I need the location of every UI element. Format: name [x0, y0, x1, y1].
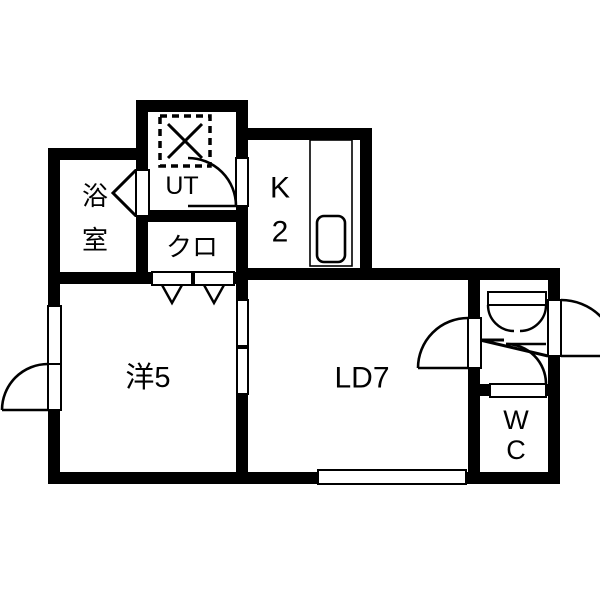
wall-right-kitchen — [360, 128, 372, 280]
room-closet — [148, 222, 236, 272]
bathroom-door-leaf[interactable] — [135, 169, 150, 217]
wall-left-entrance — [468, 280, 480, 484]
wall-kitchen-to-hall — [360, 268, 480, 280]
ut-door-leaf[interactable] — [235, 157, 249, 207]
utility-kitchen-door[interactable] — [187, 156, 249, 208]
washing-machine-cross-2 — [166, 122, 204, 160]
closet-door-leaf-right[interactable] — [193, 271, 235, 286]
wc-door-leaf[interactable] — [489, 383, 547, 398]
wall-top-entrance — [480, 268, 560, 280]
hall-door[interactable] — [416, 316, 482, 370]
shoe-closet-arc-right — [519, 304, 548, 333]
wall-utility-closet-divider — [136, 210, 248, 222]
room-label-utility: UT — [165, 172, 198, 200]
entrance-door-leaf[interactable] — [547, 299, 562, 357]
room-label-toilet-line2: C — [506, 435, 526, 465]
washing-machine-icon — [158, 114, 212, 168]
room-label-bathroom-line1: 浴 — [82, 181, 108, 211]
balcony-window-pane — [317, 469, 467, 485]
entrance-door[interactable] — [547, 298, 600, 358]
toilet-door[interactable] — [489, 342, 548, 398]
room-label-kitchen-line2: 2 — [272, 216, 289, 249]
wall-top-utility — [136, 100, 248, 112]
shoe-closet-arc-left — [486, 304, 515, 333]
bathroom-folding-door[interactable] — [110, 168, 150, 218]
closet-door-fold-right — [202, 284, 226, 306]
room-bathroom — [60, 160, 136, 272]
window — [47, 305, 62, 365]
openings — [0, 156, 600, 485]
room-living-dining — [248, 280, 468, 472]
closet-door-fold-left — [160, 284, 184, 306]
wall-top-kitchen — [248, 128, 372, 140]
closet-door-leaf-left[interactable] — [151, 271, 193, 286]
hall-door-swing-arc — [416, 316, 469, 369]
room-labels: 浴 室 UT クロ K 2 洋5 LD7 W C — [82, 172, 529, 466]
room-label-toilet-line1: W — [503, 405, 529, 435]
bedroom-door-swing-arc — [0, 362, 49, 411]
shoe-closet-doors[interactable] — [486, 291, 548, 333]
wall-left-bathroom — [48, 148, 60, 284]
sliding-door-panel-upper[interactable] — [236, 299, 249, 347]
wall-top-bathroom — [48, 148, 148, 160]
room-label-bathroom-line2: 室 — [82, 225, 108, 255]
wall-top-living — [248, 268, 372, 280]
ut-door-swing-arc — [187, 156, 238, 207]
fixtures — [158, 114, 549, 358]
wall-bottom-bathroom — [48, 272, 148, 284]
room-western — [60, 284, 236, 472]
sliding-door[interactable] — [236, 299, 249, 395]
room-label-western: 洋5 — [125, 361, 170, 394]
bathroom-door-arrow — [110, 168, 138, 218]
sink-icon — [315, 214, 347, 264]
shoe-closet-frame[interactable] — [487, 291, 547, 306]
room-interiors — [60, 112, 548, 472]
closet-folding-doors[interactable] — [151, 271, 235, 306]
genkan-step-line — [479, 338, 549, 358]
entrance-door-swing-arc — [560, 298, 600, 318]
room-toilet — [480, 396, 548, 472]
room-label-closet: クロ — [166, 232, 218, 262]
bedroom-window-pane — [47, 305, 62, 365]
room-label-living-dining: LD7 — [334, 362, 389, 395]
bedroom-entry-door[interactable] — [0, 362, 62, 412]
balcony-window — [317, 469, 467, 485]
sliding-door-panel-lower[interactable] — [236, 347, 249, 395]
hall-door-leaf[interactable] — [467, 317, 482, 369]
wall-bottom-outer — [48, 472, 560, 484]
room-label-kitchen-line1: K — [270, 172, 290, 205]
bedroom-door-leaf[interactable] — [47, 363, 62, 411]
